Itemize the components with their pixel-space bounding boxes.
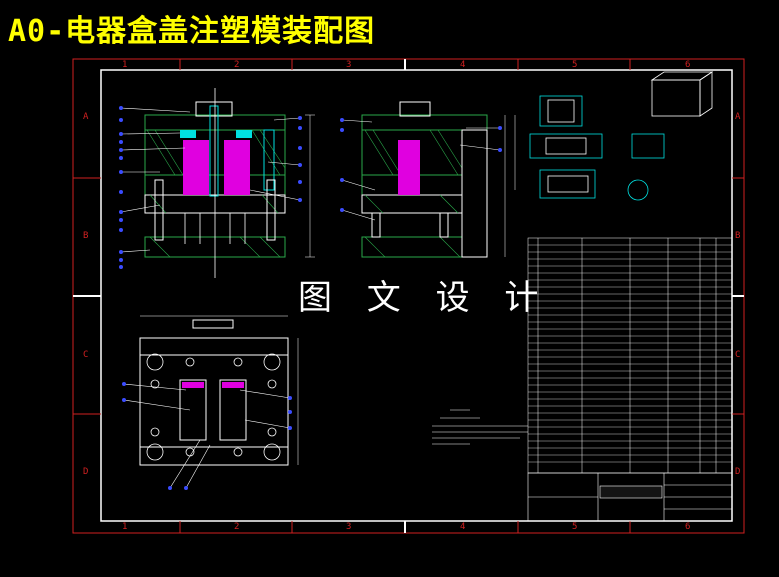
side-section-view [361,101,488,258]
zone-row-d-right: D [735,467,741,477]
zone-row-d: D [83,467,89,477]
zone-col-4: 4 [460,60,466,70]
zone-col-6-bottom: 6 [685,522,691,532]
title-block [527,472,733,522]
zone-row-b: B [83,231,89,241]
zone-col-4-bottom: 4 [460,522,466,532]
part-details [529,71,714,201]
zone-col-5-bottom: 5 [572,522,578,532]
zone-row-c-right: C [735,350,741,360]
leader-lines [120,107,501,489]
zone-col-3: 3 [346,60,352,70]
zone-col-6: 6 [685,60,691,70]
zone-col-3-bottom: 3 [346,522,352,532]
centering-marks [73,59,744,533]
zone-row-c: C [83,350,89,360]
zone-col-2-bottom: 2 [234,522,240,532]
table-rows [528,244,732,463]
watermark-text: 图 文 设 计 [298,278,551,318]
plan-view [139,319,289,466]
zone-row-b-right: B [735,231,741,241]
zone-row-a-right: A [735,112,741,122]
dimension-lines [140,114,516,465]
leader-dots [119,106,502,490]
zone-ticks [73,59,744,533]
zone-col-2: 2 [234,60,240,70]
zone-row-a: A [83,112,89,122]
main-section-view [144,88,286,278]
zone-col-1: 1 [122,60,128,70]
zone-col-5: 5 [572,60,578,70]
zone-col-1-bottom: 1 [122,522,128,532]
parts-list-table [527,237,733,474]
technical-notes-block [432,409,528,445]
drawing-title: A0-电器盒盖注塑模装配图 [8,14,376,49]
